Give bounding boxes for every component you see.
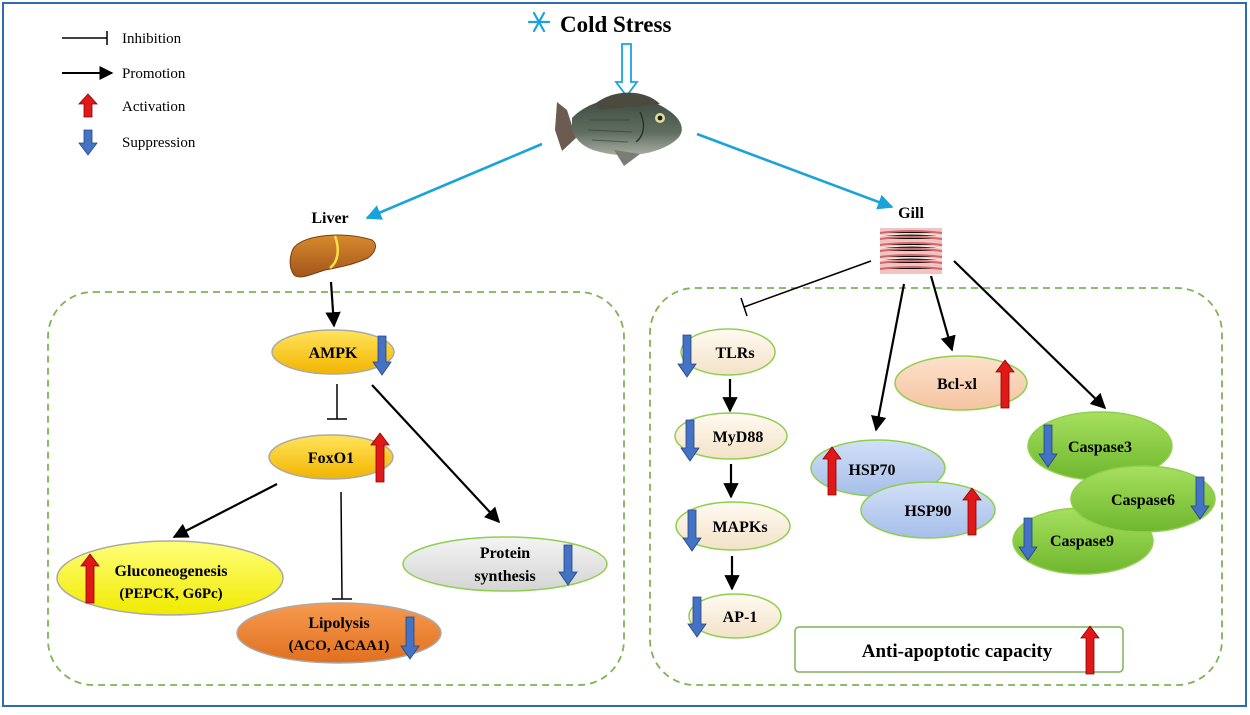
ampk-to-protein-arrow	[371, 384, 501, 524]
mapks-node: MAPKs	[675, 501, 791, 552]
gill-panel	[649, 287, 1223, 686]
lipolysis-genes-label: (ACO, ACAA1)	[289, 638, 390, 654]
foxo1-label: FoxO1	[308, 450, 354, 467]
hsp70-activation-arrow	[822, 446, 842, 496]
caspase9-suppression-arrow	[1018, 517, 1038, 561]
lipolysis-label: Lipolysis	[308, 615, 369, 632]
gluconeogenesis-label: Gluconeogenesis	[115, 563, 228, 580]
gluconeogenesis-genes-label: (PEPCK, G6Pc)	[119, 586, 222, 602]
foxo1-node: FoxO1	[268, 432, 394, 483]
legend: Inhibition Promotion Activation Suppress…	[62, 31, 196, 156]
lipolysis-suppression-arrow	[400, 616, 420, 660]
ampk-label: AMPK	[309, 345, 358, 362]
anti-apoptotic-box: Anti-apoptotic capacity	[794, 625, 1124, 675]
bclxl-label: Bcl-xl	[937, 376, 978, 393]
anti-apoptotic-activation-arrow	[1080, 625, 1100, 675]
gill-to-hsp70-arrow	[871, 283, 906, 432]
caspase6-label: Caspase6	[1111, 492, 1175, 509]
caspase6-suppression-arrow	[1190, 476, 1210, 520]
liver-panel	[47, 291, 625, 686]
legend-activation-label: Activation	[122, 99, 186, 115]
foxo1-to-gluconeogenesis-arrow	[172, 483, 278, 538]
hsp90-activation-arrow	[962, 487, 982, 536]
legend-suppression-icon	[78, 129, 98, 156]
tlrs-node: TLRs	[677, 328, 776, 378]
legend-promotion-label: Promotion	[122, 66, 186, 82]
foxo1-activation-arrow	[370, 432, 390, 483]
fish-icon	[555, 92, 682, 166]
gluconeogenesis-activation-arrow	[80, 553, 100, 604]
liver-to-ampk-arrow	[325, 281, 341, 328]
gill-to-caspase3-arrow	[953, 260, 1107, 410]
anti-apoptotic-label: Anti-apoptotic capacity	[862, 641, 1053, 662]
protein-synthesis-suppression-arrow	[558, 544, 578, 586]
ap1-node: AP-1	[687, 593, 782, 639]
ap1-suppression-arrow	[687, 596, 707, 638]
ampk-inhibits-foxo1	[327, 384, 347, 420]
ap1-label: AP-1	[723, 609, 758, 626]
protein-synthesis-label-1: Protein	[480, 545, 530, 562]
gluconeogenesis-node: Gluconeogenesis (PEPCK, G6Pc)	[56, 540, 284, 616]
cold-stress-arrow	[614, 43, 639, 98]
tlrs-label: TLRs	[715, 345, 754, 362]
foxo1-inhibits-lipolysis	[332, 491, 352, 600]
ampk-suppression-arrow	[372, 335, 392, 376]
hsp90-label: HSP90	[904, 503, 951, 520]
protein-synthesis-label-2: synthesis	[474, 568, 535, 585]
legend-inhibition-label: Inhibition	[122, 31, 182, 47]
lipolysis-node: Lipolysis (ACO, ACAA1)	[236, 602, 442, 664]
liver-label: Liver	[311, 210, 348, 227]
mapks-suppression-arrow	[682, 509, 702, 552]
diagram-title: Cold Stress	[560, 12, 671, 37]
myd88-node: MyD88	[674, 412, 788, 462]
protein-synthesis-node: Protein synthesis	[402, 536, 608, 592]
snowflake-icon	[527, 11, 551, 33]
caspase9-label: Caspase9	[1050, 533, 1114, 550]
caspase3-node: Caspase3	[1027, 411, 1173, 481]
gill-label: Gill	[898, 205, 924, 222]
legend-suppression-label: Suppression	[122, 135, 196, 151]
tlrs-suppression-arrow	[677, 334, 697, 378]
bclxl-activation-arrow	[995, 359, 1015, 409]
liver-icon	[289, 234, 376, 278]
myd88-suppression-arrow	[680, 419, 700, 462]
gill-to-bclxl-arrow	[929, 275, 956, 352]
caspase6-node: Caspase6	[1070, 465, 1216, 533]
caspase3-label: Caspase3	[1068, 439, 1132, 456]
fish-to-liver-arrow	[365, 142, 543, 220]
ampk-node: AMPK	[271, 329, 395, 376]
myd88-label: MyD88	[713, 429, 764, 446]
gill-tissue-icon	[879, 228, 943, 274]
gill-inhibits-tlrs	[740, 260, 872, 317]
fish-to-gill-arrow	[696, 132, 894, 210]
legend-activation-icon	[78, 93, 98, 118]
hsp90-node: HSP90	[860, 481, 996, 539]
legend-inhibition-icon	[62, 31, 108, 45]
hsp70-label: HSP70	[848, 462, 895, 479]
caspase3-suppression-arrow	[1038, 424, 1058, 468]
bclxl-node: Bcl-xl	[894, 355, 1028, 411]
mapks-label: MAPKs	[712, 519, 767, 536]
